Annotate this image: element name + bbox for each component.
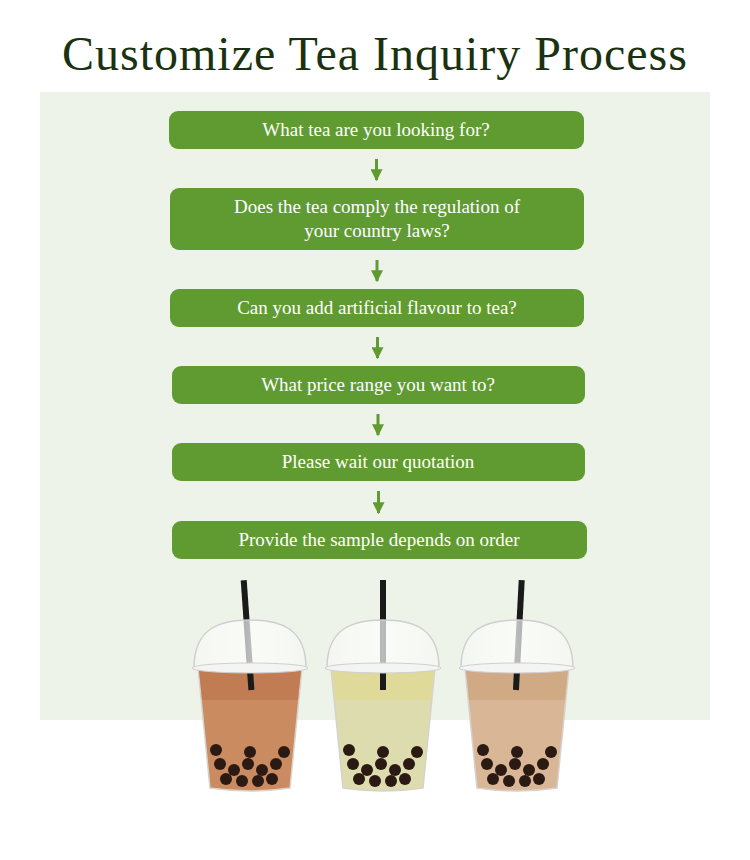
- dome-lid: [461, 620, 573, 668]
- tapioca-pearl: [369, 775, 381, 787]
- lid-rim: [192, 663, 308, 673]
- tapioca-pearl: [545, 746, 557, 758]
- dome-lid: [327, 620, 439, 668]
- tapioca-pearl: [495, 764, 507, 776]
- tapioca-pearl: [403, 758, 415, 770]
- tapioca-pearl: [220, 773, 232, 785]
- step-text: What price range you want to?: [261, 373, 495, 397]
- tapioca-pearl: [244, 746, 256, 758]
- process-box: Please wait our quotation: [172, 443, 585, 481]
- process-box: What price range you want to?: [172, 366, 585, 404]
- tapioca-pearl: [228, 764, 240, 776]
- tapioca-pearl: [343, 744, 355, 756]
- tapioca-pearl: [477, 744, 489, 756]
- bubble-tea-cup: [325, 580, 441, 791]
- flow-arrow: [377, 491, 380, 513]
- tapioca-pearl: [503, 775, 515, 787]
- tapioca-pearl: [523, 764, 535, 776]
- tapioca-pearl: [361, 764, 373, 776]
- tapioca-pearl: [377, 746, 389, 758]
- tapioca-pearl: [509, 758, 521, 770]
- flow-arrow: [375, 159, 378, 180]
- tapioca-pearl: [385, 775, 397, 787]
- flow-arrow: [376, 337, 379, 358]
- tapioca-pearl: [481, 758, 493, 770]
- tapioca-pearl: [242, 758, 254, 770]
- tapioca-pearl: [270, 758, 282, 770]
- tapioca-pearl: [256, 764, 268, 776]
- bubble-tea-cup: [459, 580, 575, 791]
- tapioca-pearl: [399, 773, 411, 785]
- step-text: Does the tea comply the regulation of yo…: [227, 195, 527, 243]
- tapioca-pearl: [411, 746, 423, 758]
- tapioca-pearl: [537, 758, 549, 770]
- step-text: What tea are you looking for?: [262, 118, 489, 142]
- tapioca-pearl: [278, 746, 290, 758]
- tapioca-pearl: [375, 758, 387, 770]
- flow-arrow: [377, 414, 380, 435]
- tapioca-pearl: [389, 764, 401, 776]
- tapioca-pearl: [266, 773, 278, 785]
- tapioca-pearl: [519, 775, 531, 787]
- process-box: Can you add artificial flavour to tea?: [170, 289, 584, 327]
- flow-arrow: [376, 260, 379, 281]
- step-text: Can you add artificial flavour to tea?: [237, 296, 517, 320]
- tapioca-pearl: [236, 775, 248, 787]
- tapioca-pearl: [214, 758, 226, 770]
- tapioca-pearl: [347, 758, 359, 770]
- process-box: Provide the sample depends on order: [172, 521, 587, 559]
- tapioca-pearl: [511, 746, 523, 758]
- step-text: Please wait our quotation: [282, 450, 475, 474]
- bubble-tea-cup: [192, 580, 308, 791]
- lid-rim: [325, 663, 441, 673]
- tapioca-pearl: [210, 744, 222, 756]
- tapioca-pearl: [487, 773, 499, 785]
- process-box: Does the tea comply the regulation of yo…: [170, 188, 584, 250]
- lid-rim: [459, 663, 575, 673]
- diagram-title: Customize Tea Inquiry Process: [0, 28, 750, 81]
- dome-lid: [194, 620, 306, 668]
- process-box: What tea are you looking for?: [169, 111, 584, 149]
- tapioca-pearl: [533, 773, 545, 785]
- step-text: Provide the sample depends on order: [238, 528, 519, 552]
- tapioca-pearl: [252, 775, 264, 787]
- tapioca-pearl: [353, 773, 365, 785]
